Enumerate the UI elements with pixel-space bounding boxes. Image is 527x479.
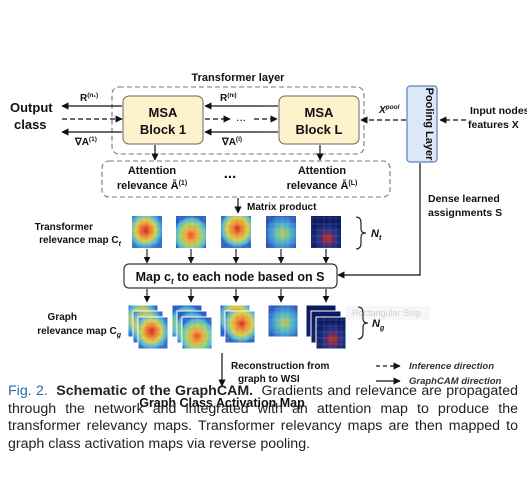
graph-heatmap-stack-1	[127, 304, 169, 350]
blocks-ellipsis: ...	[236, 110, 246, 124]
matrix-product-label: Matrix product	[247, 202, 317, 213]
pooling-layer: Pooling Layer	[406, 85, 438, 163]
msa-block-l: MSA Block L	[278, 95, 360, 145]
arrow-pool-to-mapping	[337, 163, 421, 279]
transformer-relevance-label: Transformer	[35, 222, 93, 233]
graph-heatmap-stack-5	[305, 304, 347, 350]
tooltip-ghost: Rectangular Snip	[346, 306, 430, 320]
transformer-heatmap-3	[221, 216, 251, 248]
attention-relevance-1-label-2: relevance Ā(1)	[117, 180, 187, 192]
caption-fig-label: Fig. 2.	[8, 383, 48, 399]
svg-text:Block L: Block L	[296, 122, 343, 137]
reconstruction-label: Reconstruction from	[231, 361, 329, 372]
legend-graphcam-label: GraphCAM direction	[409, 376, 502, 387]
reconstruction-label-2: graph to WSI	[238, 374, 300, 385]
graph-cam-title: Graph Class Activation Map	[139, 396, 305, 410]
graph-heatmap-stack-2	[171, 304, 213, 350]
gradl-label: ∇A(l)	[221, 136, 242, 148]
attention-dots: ...	[224, 165, 237, 182]
svg-text:MSA: MSA	[305, 105, 335, 120]
attention-relevance-group	[101, 160, 391, 198]
grad1-label: ∇A(1)	[74, 136, 97, 148]
transformer-relevance-label-2: relevance map Ct	[39, 235, 122, 248]
graph-relevance-label-2: relevance map Cg	[37, 326, 122, 339]
caption-body: Gradients and relevance are propagated t…	[8, 383, 518, 452]
output-class-label-2: class	[14, 117, 47, 132]
input-nodes-label-2: features X	[468, 119, 519, 131]
r1-label: R(n₁)	[80, 92, 98, 104]
input-nodes-label: Input nodes	[470, 105, 527, 117]
nt-label: Nt	[371, 228, 382, 242]
dense-assignments-label-2: assignments S	[428, 207, 502, 219]
svg-text:Block 1: Block 1	[140, 122, 186, 137]
rl-label: R(nₗ)	[220, 92, 237, 104]
output-class-label: Output	[10, 100, 53, 115]
transformer-heatmap-1	[132, 216, 162, 248]
svg-text:Pooling Layer: Pooling Layer	[423, 88, 435, 161]
x-pool-label: Xpool	[378, 104, 400, 116]
transformer-heatmap-4	[266, 216, 296, 248]
svg-text:Map ct to each node based on S: Map ct to each node based on S	[136, 270, 325, 286]
graph-heatmap-stack-3	[219, 304, 256, 344]
svg-text:MSA: MSA	[149, 105, 179, 120]
figure-caption: Fig. 2. Schematic of the GraphCAM. Gradi…	[8, 383, 518, 453]
attention-relevance-l-label: Attention	[298, 165, 347, 177]
graph-heatmap-stack-4	[267, 304, 299, 338]
legend-inference-label: Inference direction	[409, 361, 494, 372]
map-to-node-box: Map ct to each node based on S	[123, 263, 338, 289]
svg-text:Rectangular Snip: Rectangular Snip	[352, 308, 421, 318]
transformer-heatmap-2	[176, 216, 206, 248]
graph-relevance-label: Graph	[48, 312, 77, 323]
attention-relevance-l-label-2: relevance Ā(L)	[287, 180, 358, 192]
caption-title: Schematic of the GraphCAM.	[56, 383, 254, 399]
ng-label: Ng	[372, 318, 385, 332]
ng-brace	[357, 306, 369, 340]
dense-assignments-label: Dense learned	[428, 193, 500, 205]
transformer-layer-label: Transformer layer	[192, 72, 286, 84]
msa-block-1: MSA Block 1	[122, 95, 204, 145]
nt-brace	[355, 216, 367, 250]
attention-relevance-1-label: Attention	[128, 165, 177, 177]
transformer-heatmap-5	[311, 216, 341, 248]
